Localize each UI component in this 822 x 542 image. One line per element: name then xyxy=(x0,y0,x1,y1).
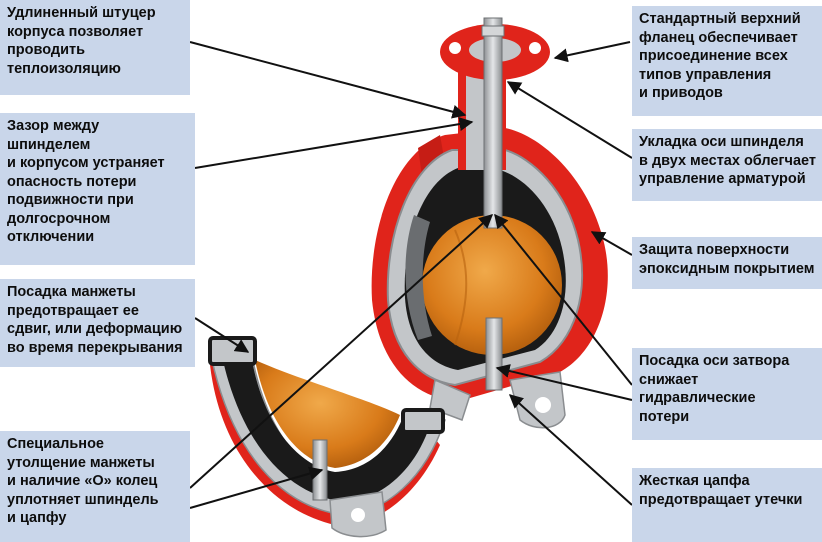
callout-disc-axis: Посадка оси затвора снижает гидравлическ… xyxy=(632,348,822,440)
callout-stem-support: Укладка оси шпинделя в двух местах облег… xyxy=(632,129,822,201)
callout-extended-neck: Удлиненный штуцер корпуса позволяет пров… xyxy=(0,0,190,95)
leader-right-5 xyxy=(510,395,632,505)
callout-epoxy-coating: Защита поверхности эпоксидным покрытием xyxy=(632,237,822,289)
callout-rigid-trunnion: Жесткая цапфа предотвращает утечки xyxy=(632,468,822,542)
callout-liner-seating: Посадка манжеты предотвращает ее сдвиг, … xyxy=(0,279,195,367)
valve-stem xyxy=(484,18,502,228)
leader-right-1 xyxy=(555,42,630,58)
main-valve xyxy=(372,18,608,428)
leader-left-1 xyxy=(190,42,465,115)
valve-trunnion xyxy=(486,318,502,390)
callout-top-flange: Стандартный верхний фланец обеспечивает … xyxy=(632,6,822,116)
callout-stem-clearance: Зазор между шпинделем и корпусом устраня… xyxy=(0,113,195,265)
callout-liner-thickening: Специальное утолщение манжеты и наличие … xyxy=(0,431,190,542)
